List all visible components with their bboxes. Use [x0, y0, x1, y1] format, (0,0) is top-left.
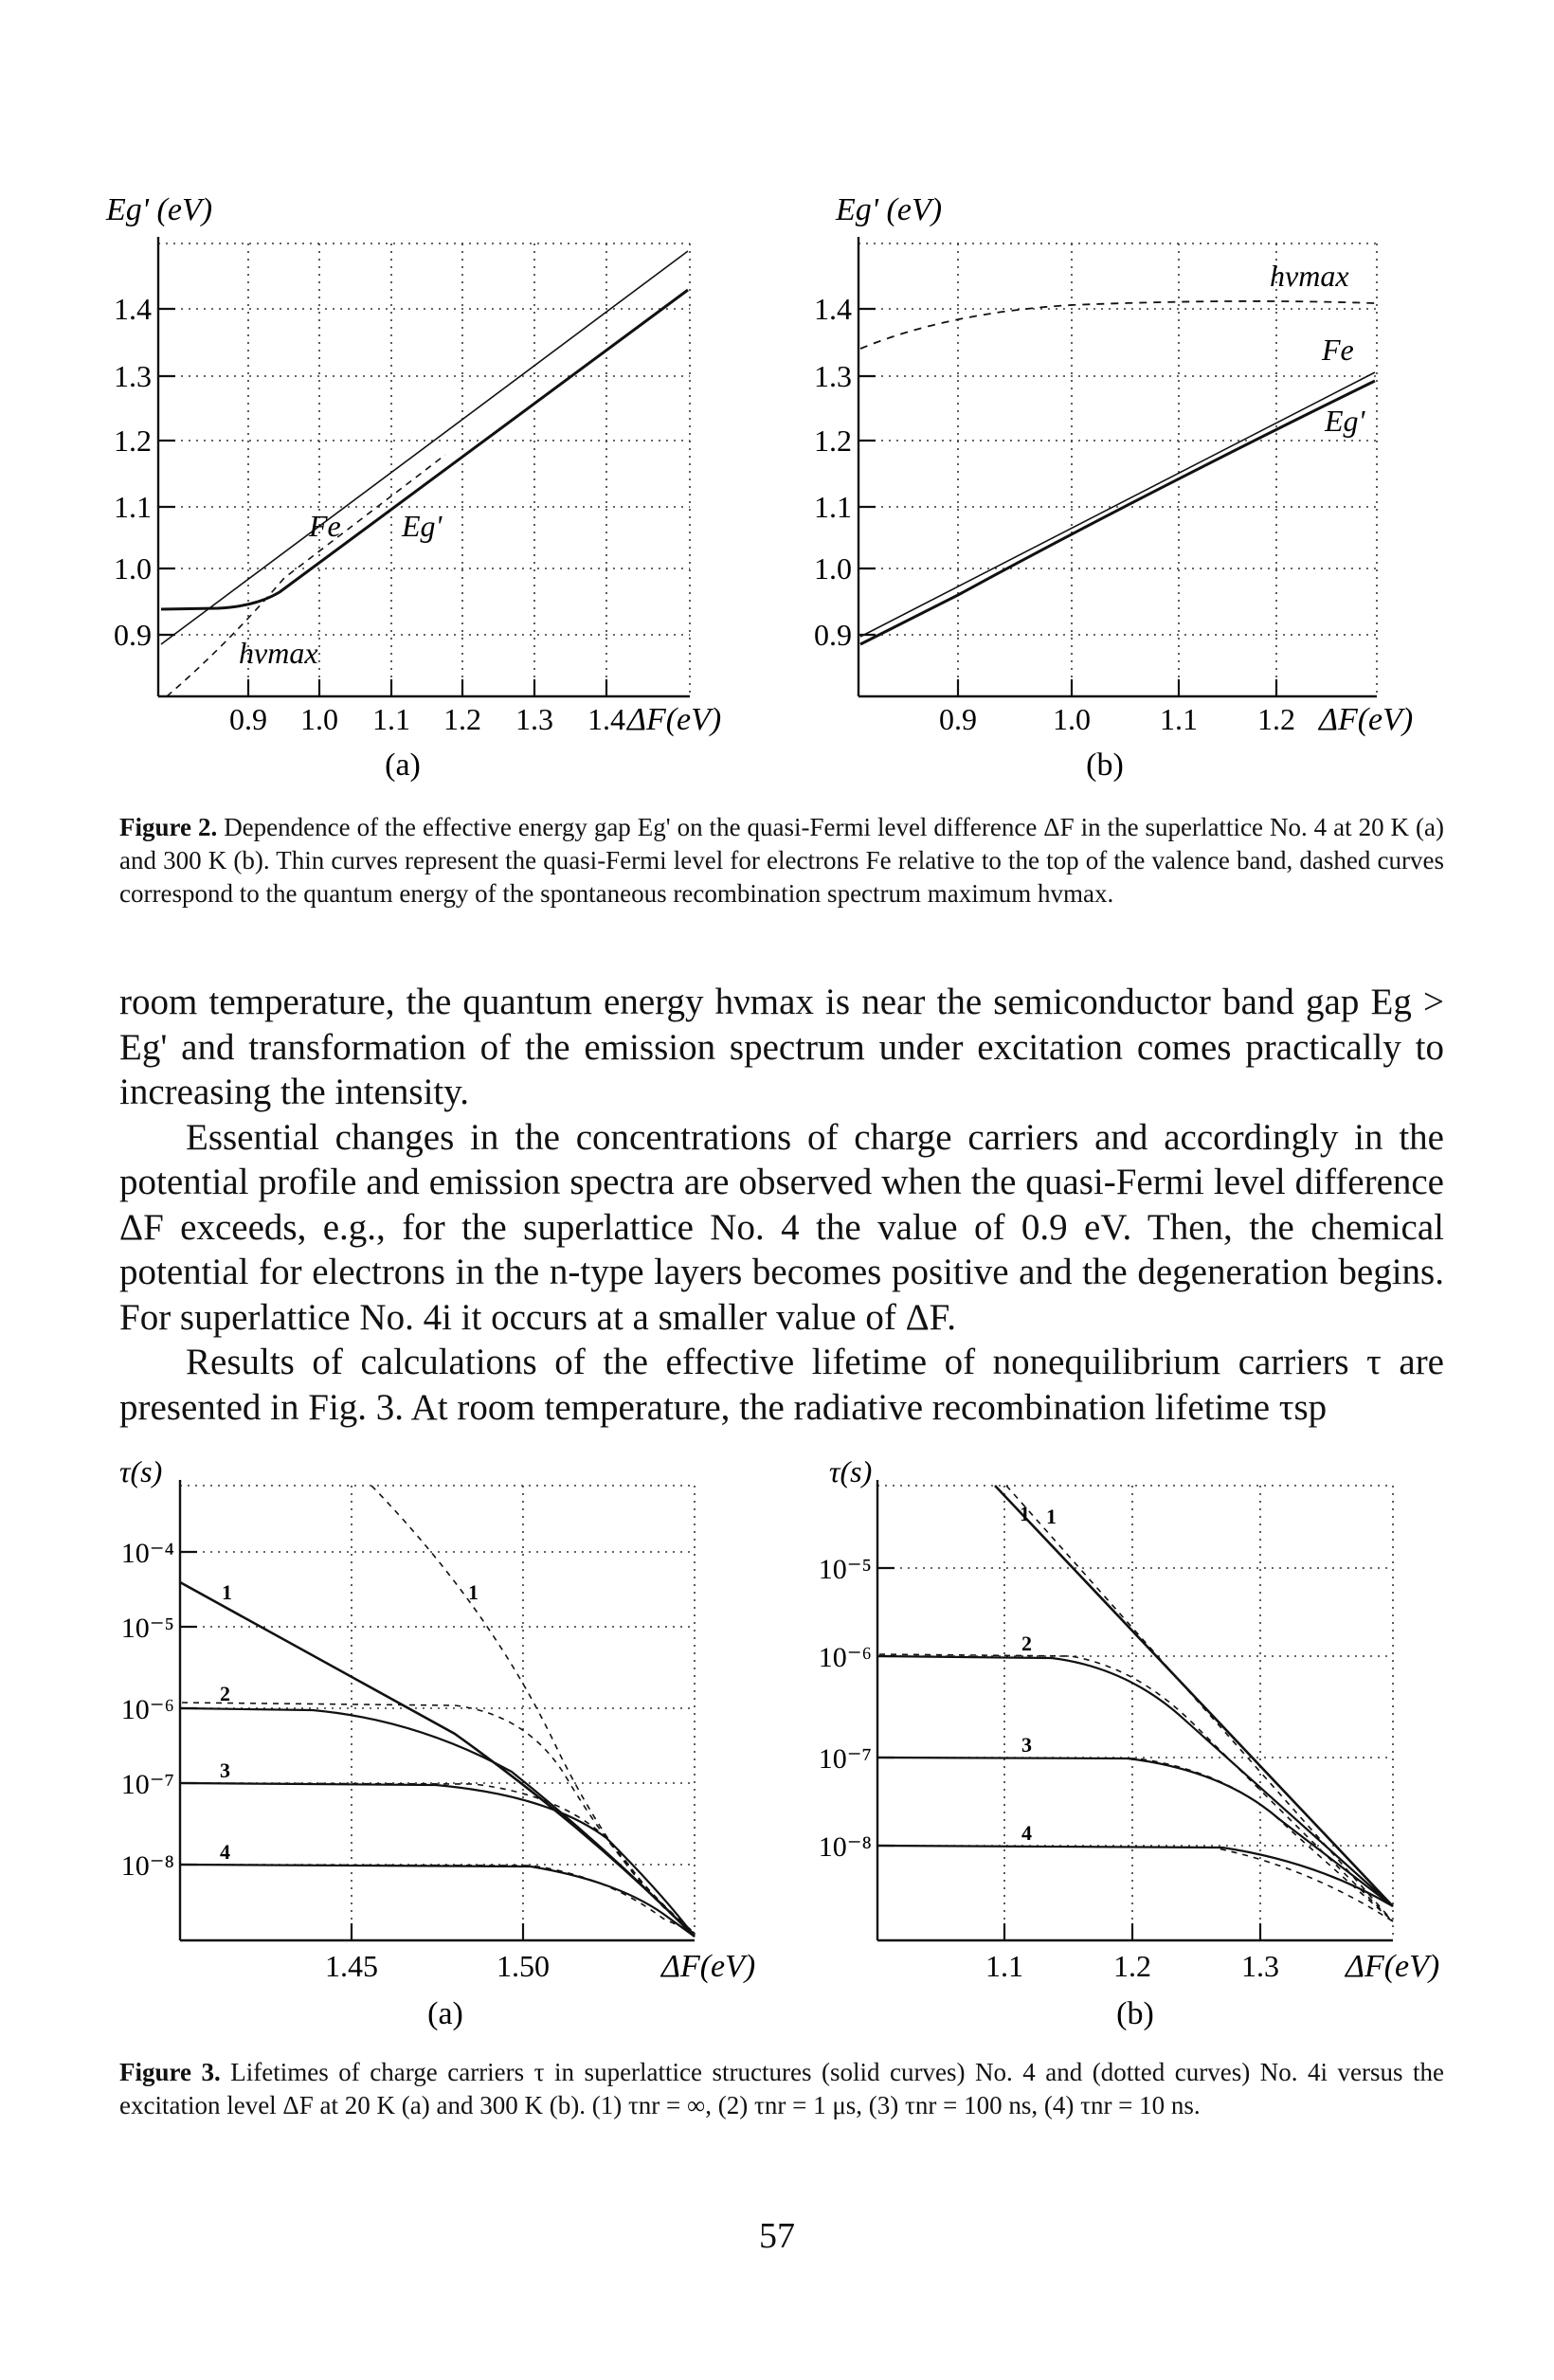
fig3b-ytick: 10⁻⁷ [819, 1743, 872, 1775]
fig3a-ylabel: τ(s) [119, 1454, 162, 1488]
fig2b-ytick: 0.9 [814, 618, 852, 652]
fig3a-curve-number: 1 [468, 1580, 479, 1604]
fig2a-ytick: 1.3 [114, 359, 152, 393]
fig3b-xlabel: ΔF(eV) [1344, 1949, 1439, 1984]
fig2a-ytick: 1.1 [114, 490, 152, 524]
fig3b-curve-number: 1 [1046, 1505, 1057, 1528]
fig2a-xtick: 1.4 [587, 702, 625, 736]
fig3b-curve-3-solid [876, 1756, 1394, 1907]
fig2b-ytick: 1.4 [814, 292, 852, 326]
fig3a-panel-label: (a) [427, 1996, 463, 2031]
fig3b-curve-3-dotted [878, 1757, 1394, 1922]
fig2a-fe-curve [160, 250, 689, 645]
fig2b-ytick: 1.1 [814, 490, 852, 524]
fig3b-ytick: 10⁻⁶ [819, 1642, 872, 1673]
fig3b-xtick: 1.2 [1113, 1949, 1151, 1983]
fig2b-ytick: 1.3 [814, 359, 852, 393]
fig2a-ytick: 1.0 [114, 551, 152, 586]
fig2-caption-label: Figure 2. [119, 813, 218, 841]
body-text: room temperature, the quantum energy hνm… [119, 980, 1444, 1430]
fig2a-eg-curve [160, 288, 689, 611]
fig2b-ylabel: Eg' (eV) [835, 192, 942, 227]
fig3b-xtick: 1.1 [985, 1949, 1023, 1983]
fig3b-panel-label: (b) [1116, 1996, 1154, 2031]
fig2a-eg-label: Eg' [401, 509, 443, 543]
fig2a-hv-curve [166, 454, 446, 697]
fig2a-xtick: 1.3 [515, 702, 553, 736]
fig2b-panel-label: (b) [1086, 748, 1124, 783]
fig3b-ylabel: τ(s) [829, 1454, 872, 1488]
fig2b-xtick: 1.2 [1257, 702, 1295, 736]
fig2a-xtick: 1.0 [300, 702, 338, 736]
fig2a-xtick: 0.9 [229, 702, 267, 736]
fig2a-fe-label: Fe [308, 509, 341, 543]
body-paragraph: Essential changes in the concentrations … [119, 1116, 1444, 1338]
fig2a-ytick: 0.9 [114, 618, 152, 652]
fig3-caption: Figure 3. Lifetimes of charge carriers τ… [119, 2056, 1444, 2122]
fig3b-curve-number: 1 [1020, 1502, 1030, 1525]
fig3b-curve-2-dotted [878, 1653, 1394, 1922]
fig2a-ytick: 1.2 [114, 424, 152, 458]
fig2a-xtick: 1.1 [372, 702, 410, 736]
fig3b-xtick: 1.3 [1241, 1949, 1279, 1983]
fig3-caption-label: Figure 3. [119, 2058, 221, 2086]
fig2a-ylabel: Eg' (eV) [105, 192, 212, 227]
fig2b-xlabel: ΔF(eV) [1317, 702, 1413, 737]
body-paragraph: Results of calculations of the effective… [119, 1342, 1444, 1428]
fig2b-fe-curve [859, 371, 1376, 638]
fig2a-xlabel: ΔF(eV) [625, 702, 721, 737]
fig2b-hv-curve [859, 300, 1376, 350]
fig3a-ytick: 10⁻⁷ [121, 1769, 174, 1800]
body-paragraph: room temperature, the quantum energy hνm… [119, 982, 1444, 1112]
fig3a-curve-number: 1 [222, 1580, 232, 1604]
fig2a-xtick: 1.2 [443, 702, 481, 736]
fig3a-curve-4-solid [179, 1863, 696, 1938]
fig3a-ytick: 10⁻⁶ [121, 1694, 174, 1725]
fig2b-ytick: 1.2 [814, 424, 852, 458]
fig3a-curve-number: 4 [220, 1840, 230, 1864]
fig3a-xtick: 1.50 [497, 1949, 550, 1983]
fig2b-eg-curve [859, 379, 1376, 646]
fig2-caption: Figure 2. Dependence of the effective en… [119, 811, 1444, 911]
fig2a-panel-label: (a) [385, 748, 421, 783]
fig2b-ytick: 1.0 [814, 551, 852, 586]
fig3a-curve-2-solid [179, 1706, 696, 1938]
fig3a-curve-3-solid [179, 1781, 696, 1938]
fig3a-curve-number: 3 [220, 1758, 230, 1782]
fig2b-hv-label: hνmax [1270, 259, 1349, 293]
fig3b-curve-2-solid [876, 1654, 1394, 1907]
fig2b-xtick: 1.0 [1053, 702, 1091, 736]
fig3b-curve-number: 2 [1021, 1632, 1032, 1655]
fig3a-ytick: 10⁻⁸ [121, 1850, 174, 1882]
fig3b-curve-1-solid [994, 1485, 1394, 1907]
fig2b-fe-label: Fe [1321, 333, 1354, 367]
fig2b-xtick: 0.9 [939, 702, 977, 736]
fig3b-curve-number: 4 [1021, 1821, 1032, 1845]
fig2-caption-text: Dependence of the effective energy gap E… [119, 813, 1444, 908]
fig3-caption-text: Lifetimes of charge carriers τ in superl… [119, 2058, 1444, 2119]
fig2b-eg-label: Eg' [1324, 404, 1366, 438]
fig2a-ytick: 1.4 [114, 292, 152, 326]
fig3b-curve-4-solid [876, 1844, 1394, 1907]
fig3a-ytick: 10⁻⁴ [121, 1538, 174, 1569]
fig2a-hv-label: hνmax [239, 636, 318, 670]
fig3a-xtick: 1.45 [325, 1949, 378, 1983]
page-number: 57 [759, 2216, 795, 2256]
fig3a-ytick: 10⁻⁵ [121, 1613, 174, 1644]
fig3b-ytick: 10⁻⁵ [819, 1554, 872, 1585]
fig3b-ytick: 10⁻⁸ [819, 1831, 872, 1863]
fig3b-curve-number: 3 [1021, 1733, 1032, 1757]
fig3b-curve-4-dotted [878, 1845, 1394, 1922]
fig2b-xtick: 1.1 [1160, 702, 1198, 736]
fig3a-xlabel: ΔF(eV) [660, 1949, 755, 1984]
fig3a-curve-number: 2 [220, 1682, 230, 1705]
